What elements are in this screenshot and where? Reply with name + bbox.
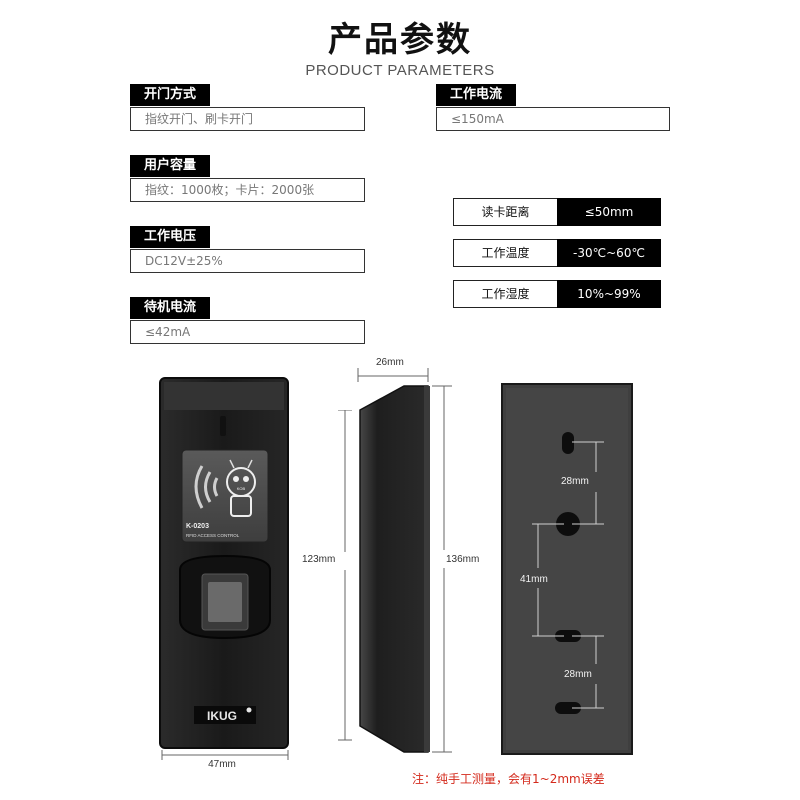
- depth-label: 26mm: [376, 357, 404, 368]
- mount-slot-bottom: [555, 702, 581, 714]
- param-value-unlock-method: 指纹开门、刷卡开门: [130, 107, 365, 131]
- spec-row-read-distance: 读卡距离 ≤50mm: [453, 198, 661, 226]
- front-height-dimension: [338, 410, 352, 741]
- rfid-wave-icon: [194, 465, 219, 509]
- registered-mark-icon: [246, 707, 252, 713]
- width-dimension: [161, 750, 289, 760]
- device-front-view: KOB K-0203 RFID ACCESS CONTROL IKUG: [159, 377, 289, 749]
- mascot-label: KOB: [237, 486, 246, 491]
- depth-dimension: [357, 368, 429, 382]
- param-label-user-capacity: 用户容量: [130, 155, 211, 177]
- brand-logo: IKUG: [207, 709, 237, 723]
- mount-slot-middle: [555, 630, 581, 642]
- spec-row-working-humidity: 工作湿度 10%~99%: [453, 280, 661, 308]
- product-caption: RFID ACCESS CONTROL: [186, 533, 240, 538]
- back-dimension-lines: [532, 441, 604, 709]
- spec-value: 10%~99%: [557, 280, 661, 308]
- param-label-working-current: 工作电流: [436, 84, 517, 106]
- spec-key: 工作温度: [453, 239, 557, 267]
- indicator-slot: [220, 416, 226, 436]
- side-back-plate: [424, 386, 430, 752]
- spec-row-working-temperature: 工作温度 -30℃~60℃: [453, 239, 661, 267]
- spec-key: 读卡距离: [453, 198, 557, 226]
- mascot-icon: [226, 459, 256, 517]
- sensor-glass: [208, 582, 242, 622]
- spec-value: -30℃~60℃: [557, 239, 661, 267]
- side-body: [359, 385, 429, 753]
- mount-slot-top: [562, 432, 574, 454]
- device-back-view: [501, 383, 633, 755]
- hole-gap-bottom-label: 28mm: [564, 669, 592, 680]
- spec-value: ≤50mm: [557, 198, 661, 226]
- spec-key: 工作湿度: [453, 280, 557, 308]
- spec-table: 读卡距离 ≤50mm 工作温度 -30℃~60℃ 工作湿度 10%~99%: [453, 198, 661, 308]
- cable-hole: [556, 512, 580, 536]
- model-label: K-0203: [186, 523, 209, 530]
- hole-gap-top-label: 28mm: [561, 476, 589, 487]
- card-reader-panel: [181, 449, 269, 543]
- brand-plate: [194, 706, 256, 724]
- param-value-user-capacity: 指纹：1000枚；卡片：2000张: [130, 178, 365, 202]
- param-label-unlock-method: 开门方式: [130, 84, 211, 106]
- side-height-label: 136mm: [446, 554, 480, 565]
- param-label-standby-current: 待机电流: [130, 297, 211, 319]
- param-label-working-voltage: 工作电压: [130, 226, 211, 248]
- page-title: 产品参数: [328, 20, 472, 60]
- device-top-ridge: [164, 382, 284, 410]
- front-height-label: 123mm: [302, 554, 336, 565]
- side-height-dimension: [432, 385, 452, 753]
- width-label: 47mm: [208, 759, 236, 770]
- param-value-working-voltage: DC12V±25%: [130, 249, 365, 273]
- param-value-working-current: ≤150mA: [436, 107, 670, 131]
- measurement-note: 注：纯手工测量，会有1~2mm误差: [412, 772, 605, 786]
- device-side-view: [359, 385, 430, 753]
- param-value-standby-current: ≤42mA: [130, 320, 365, 344]
- page-subtitle: PRODUCT PARAMETERS: [305, 62, 495, 79]
- hole-gap-mid-label: 41mm: [520, 574, 548, 585]
